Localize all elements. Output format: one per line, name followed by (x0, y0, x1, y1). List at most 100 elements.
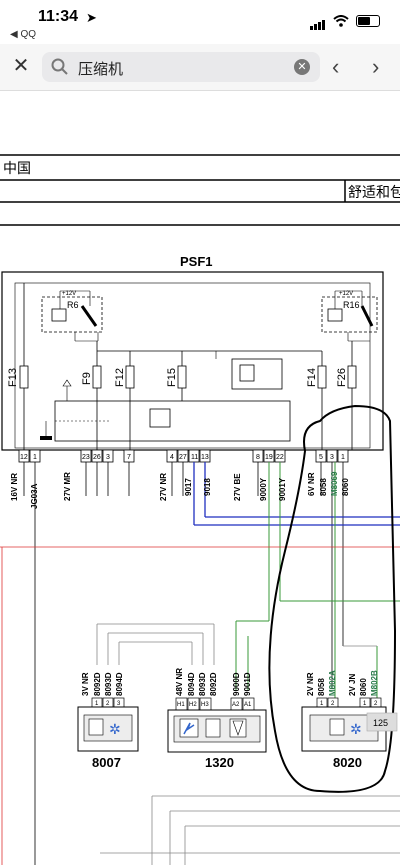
table-cell-country: 中国 (3, 160, 31, 176)
conn-1320-8094d: 8094D (187, 672, 196, 696)
close-button[interactable]: ✕ (12, 55, 30, 77)
conn-8007-8092d: 8092D (93, 672, 102, 696)
relay-left-label: R6 (67, 300, 79, 310)
status-bar: 11:34 ➤ ◀ QQ (0, 0, 400, 44)
component-label-8007: 8007 (92, 755, 121, 770)
conn-8020-2vjn: 2V JN (348, 674, 357, 696)
control-unit (54, 400, 291, 442)
pin-8020-4: 2 (374, 701, 378, 707)
clear-search-button[interactable]: ✕ (294, 59, 310, 75)
conn-1320-9001d: 9001D (243, 672, 252, 696)
pin-8007-2: 2 (106, 701, 110, 707)
page-badge (366, 712, 398, 732)
fan-icon: ✲ (109, 721, 121, 737)
pin-1320-a2: A2 (232, 702, 240, 708)
wire-label-27vbe: 27V BE (233, 473, 242, 501)
header-table (0, 154, 400, 226)
pin-19: 19 (265, 454, 273, 461)
conn-1320-9000d: 9000D (232, 672, 241, 696)
wire-label-m8069: M8069 (330, 471, 339, 496)
pin-8007-1: 1 (95, 701, 99, 707)
fuse-f13: F13 (7, 368, 19, 387)
pin-7: 7 (127, 454, 131, 461)
fuse-f9: F9 (81, 372, 93, 385)
pin-3b: 3 (330, 454, 334, 461)
pin-26: 26 (93, 454, 101, 461)
fan-icon-8020: ✲ (350, 721, 362, 737)
wire-label-9000y: 9000Y (259, 477, 268, 501)
pin-3: 3 (106, 454, 110, 461)
search-input[interactable] (76, 56, 290, 80)
pin-1b: 1 (341, 454, 345, 461)
forward-button[interactable]: › (372, 54, 380, 79)
pin-1320-h3: H3 (201, 702, 209, 708)
conn-8007-8094d: 8094D (115, 672, 124, 696)
diagram-title: PSF1 (180, 254, 213, 269)
conn-8007-3vnr: 3V NR (81, 672, 90, 696)
back-to-app-link[interactable]: ◀ QQ (10, 29, 37, 40)
system-icons (310, 12, 380, 30)
wire-label-27vnr: 27V NR (159, 473, 168, 501)
component-1320: H1 H2 H3 A2 A1 (167, 697, 267, 753)
conn-8020-m802b: M802B (370, 670, 379, 696)
fuse-f14: F14 (306, 368, 318, 387)
document-viewer[interactable]: 中国 舒适和包 PSF1 +12V R6 +12V R16 (0, 91, 400, 865)
wiring-diagram: 中国 舒适和包 PSF1 +12V R6 +12V R16 (0, 154, 400, 865)
conn-1320-8093d: 8093D (198, 672, 207, 696)
conn-8020-m802a: M802A (328, 670, 337, 696)
conn-1320-48vnr: 48V NR (175, 668, 184, 696)
wire-label-27vmr: 27V MR (63, 472, 72, 501)
pin-22: 22 (276, 454, 284, 461)
conn-8020-8060: 8060 (359, 678, 368, 696)
table-cell-comfort: 舒适和包 (348, 184, 400, 200)
wire-label-16vnr: 16V NR (10, 473, 19, 501)
pin-1320-h2: H2 (189, 702, 197, 708)
plus12-left: +12V (62, 291, 76, 297)
wire-label-8058: 8058 (319, 478, 328, 496)
pin-5: 5 (319, 454, 323, 461)
signal-icon (310, 12, 326, 30)
pin-12: 12 (20, 454, 28, 461)
browser-nav-bar: ✕ ✕ ‹ › (0, 44, 400, 91)
plus12-right: +12V (339, 291, 353, 297)
fuse-f12: F12 (114, 368, 126, 387)
wire-label-9018: 9018 (203, 478, 212, 496)
fuse-f15: F15 (166, 368, 178, 387)
wire-label-9001y: 9001Y (278, 477, 287, 501)
wire-label-6vnr: 6V NR (307, 472, 316, 496)
component-label-1320: 1320 (205, 755, 234, 770)
pin-1320-a1: A1 (244, 702, 252, 708)
status-time: 11:34 (38, 8, 79, 25)
pin-8: 8 (256, 454, 260, 461)
pin-8020-3: 1 (363, 701, 367, 707)
wire-label-8060: 8060 (341, 478, 350, 496)
conn-1320-8092d: 8092D (209, 672, 218, 696)
pin-8020-2: 2 (331, 701, 335, 707)
conn-8020-8058: 8058 (317, 678, 326, 696)
pin-13: 13 (201, 454, 209, 461)
wire-label-jg03a: JG03A (30, 483, 39, 509)
conn-8007-8093d: 8093D (104, 672, 113, 696)
pin-4: 4 (170, 454, 174, 461)
search-icon (51, 58, 68, 75)
battery-icon (356, 15, 380, 27)
pin-1: 1 (33, 454, 37, 461)
relay-r16 (321, 290, 378, 333)
page-number: 125 (373, 718, 388, 728)
pin-27: 27 (179, 454, 187, 461)
search-box[interactable]: ✕ (42, 52, 320, 82)
back-button[interactable]: ‹ (332, 54, 340, 79)
location-arrow-icon: ➤ (86, 10, 97, 25)
pin-8007-3: 3 (117, 701, 121, 707)
psf1-box (1, 271, 384, 451)
fuse-f26: F26 (336, 368, 348, 387)
pin-8020-1: 1 (320, 701, 324, 707)
conn-8020-2vnr: 2V NR (306, 672, 315, 696)
pin-11: 11 (191, 454, 198, 461)
relay-r6 (41, 290, 103, 333)
pin-1320-h1: H1 (177, 702, 185, 708)
wire-label-9017: 9017 (184, 478, 193, 496)
pin-23: 23 (82, 454, 90, 461)
wifi-icon (333, 15, 349, 27)
component-8007: 1 2 3 ✲ (77, 697, 139, 752)
